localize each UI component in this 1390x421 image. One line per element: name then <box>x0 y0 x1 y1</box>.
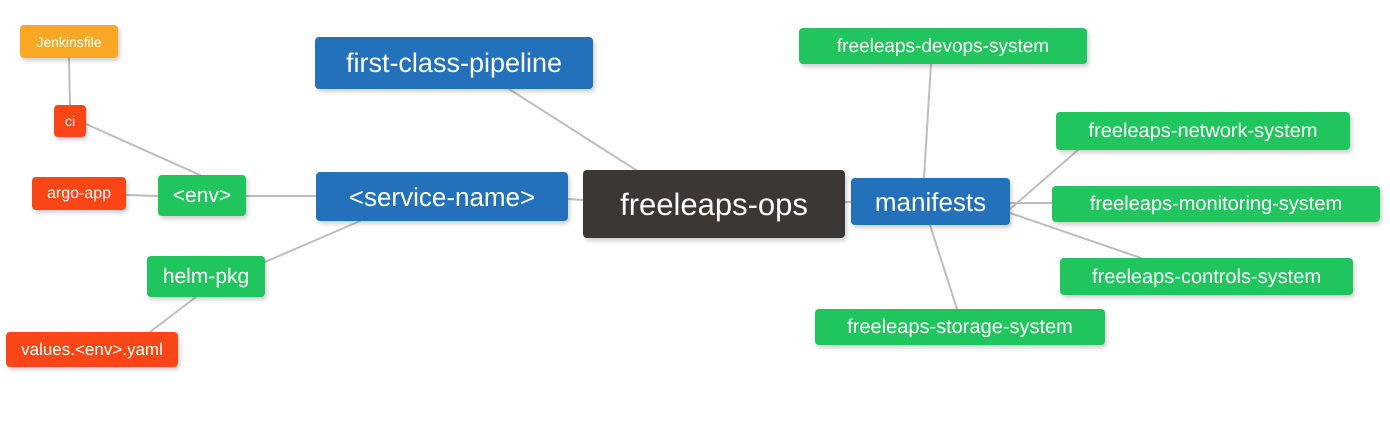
edge-service-name-to-freeleaps-ops <box>567 198 584 201</box>
edge-ci-to-env <box>85 123 201 176</box>
node-freeleaps-storage-system[interactable]: freeleaps-storage-system <box>815 309 1105 345</box>
node-freeleaps-monitoring-system[interactable]: freeleaps-monitoring-system <box>1052 186 1380 222</box>
edge-values-env-yaml-to-helm-pkg <box>149 296 197 333</box>
node-freeleaps-controls-system[interactable]: freeleaps-controls-system <box>1060 258 1353 295</box>
node-first-class-pipeline[interactable]: first-class-pipeline <box>315 37 593 89</box>
edge-manifests-to-freeleaps-storage-system <box>929 224 958 310</box>
node-freeleaps-network-system[interactable]: freeleaps-network-system <box>1056 112 1350 150</box>
node-ci[interactable]: ci <box>54 105 86 137</box>
node-argo-app[interactable]: argo-app <box>32 177 126 210</box>
node-env[interactable]: <env> <box>158 175 246 216</box>
node-manifests[interactable]: manifests <box>851 178 1010 225</box>
edge-argo-app-to-env <box>125 194 159 197</box>
edge-first-class-pipeline-to-freeleaps-ops <box>508 88 637 171</box>
node-freeleaps-ops[interactable]: freeleaps-ops <box>583 170 845 238</box>
edge-manifests-to-freeleaps-devops-system <box>923 63 932 179</box>
edge-jenkinsfile-to-ci <box>68 57 71 106</box>
node-service-name[interactable]: <service-name> <box>316 172 568 221</box>
node-helm-pkg[interactable]: helm-pkg <box>147 256 265 297</box>
node-jenkinsfile[interactable]: Jenkinsfile <box>20 25 118 58</box>
edge-helm-pkg-to-service-name <box>264 220 361 263</box>
node-values-env-yaml[interactable]: values.<env>.yaml <box>6 332 178 367</box>
node-freeleaps-devops-system[interactable]: freeleaps-devops-system <box>799 28 1087 64</box>
